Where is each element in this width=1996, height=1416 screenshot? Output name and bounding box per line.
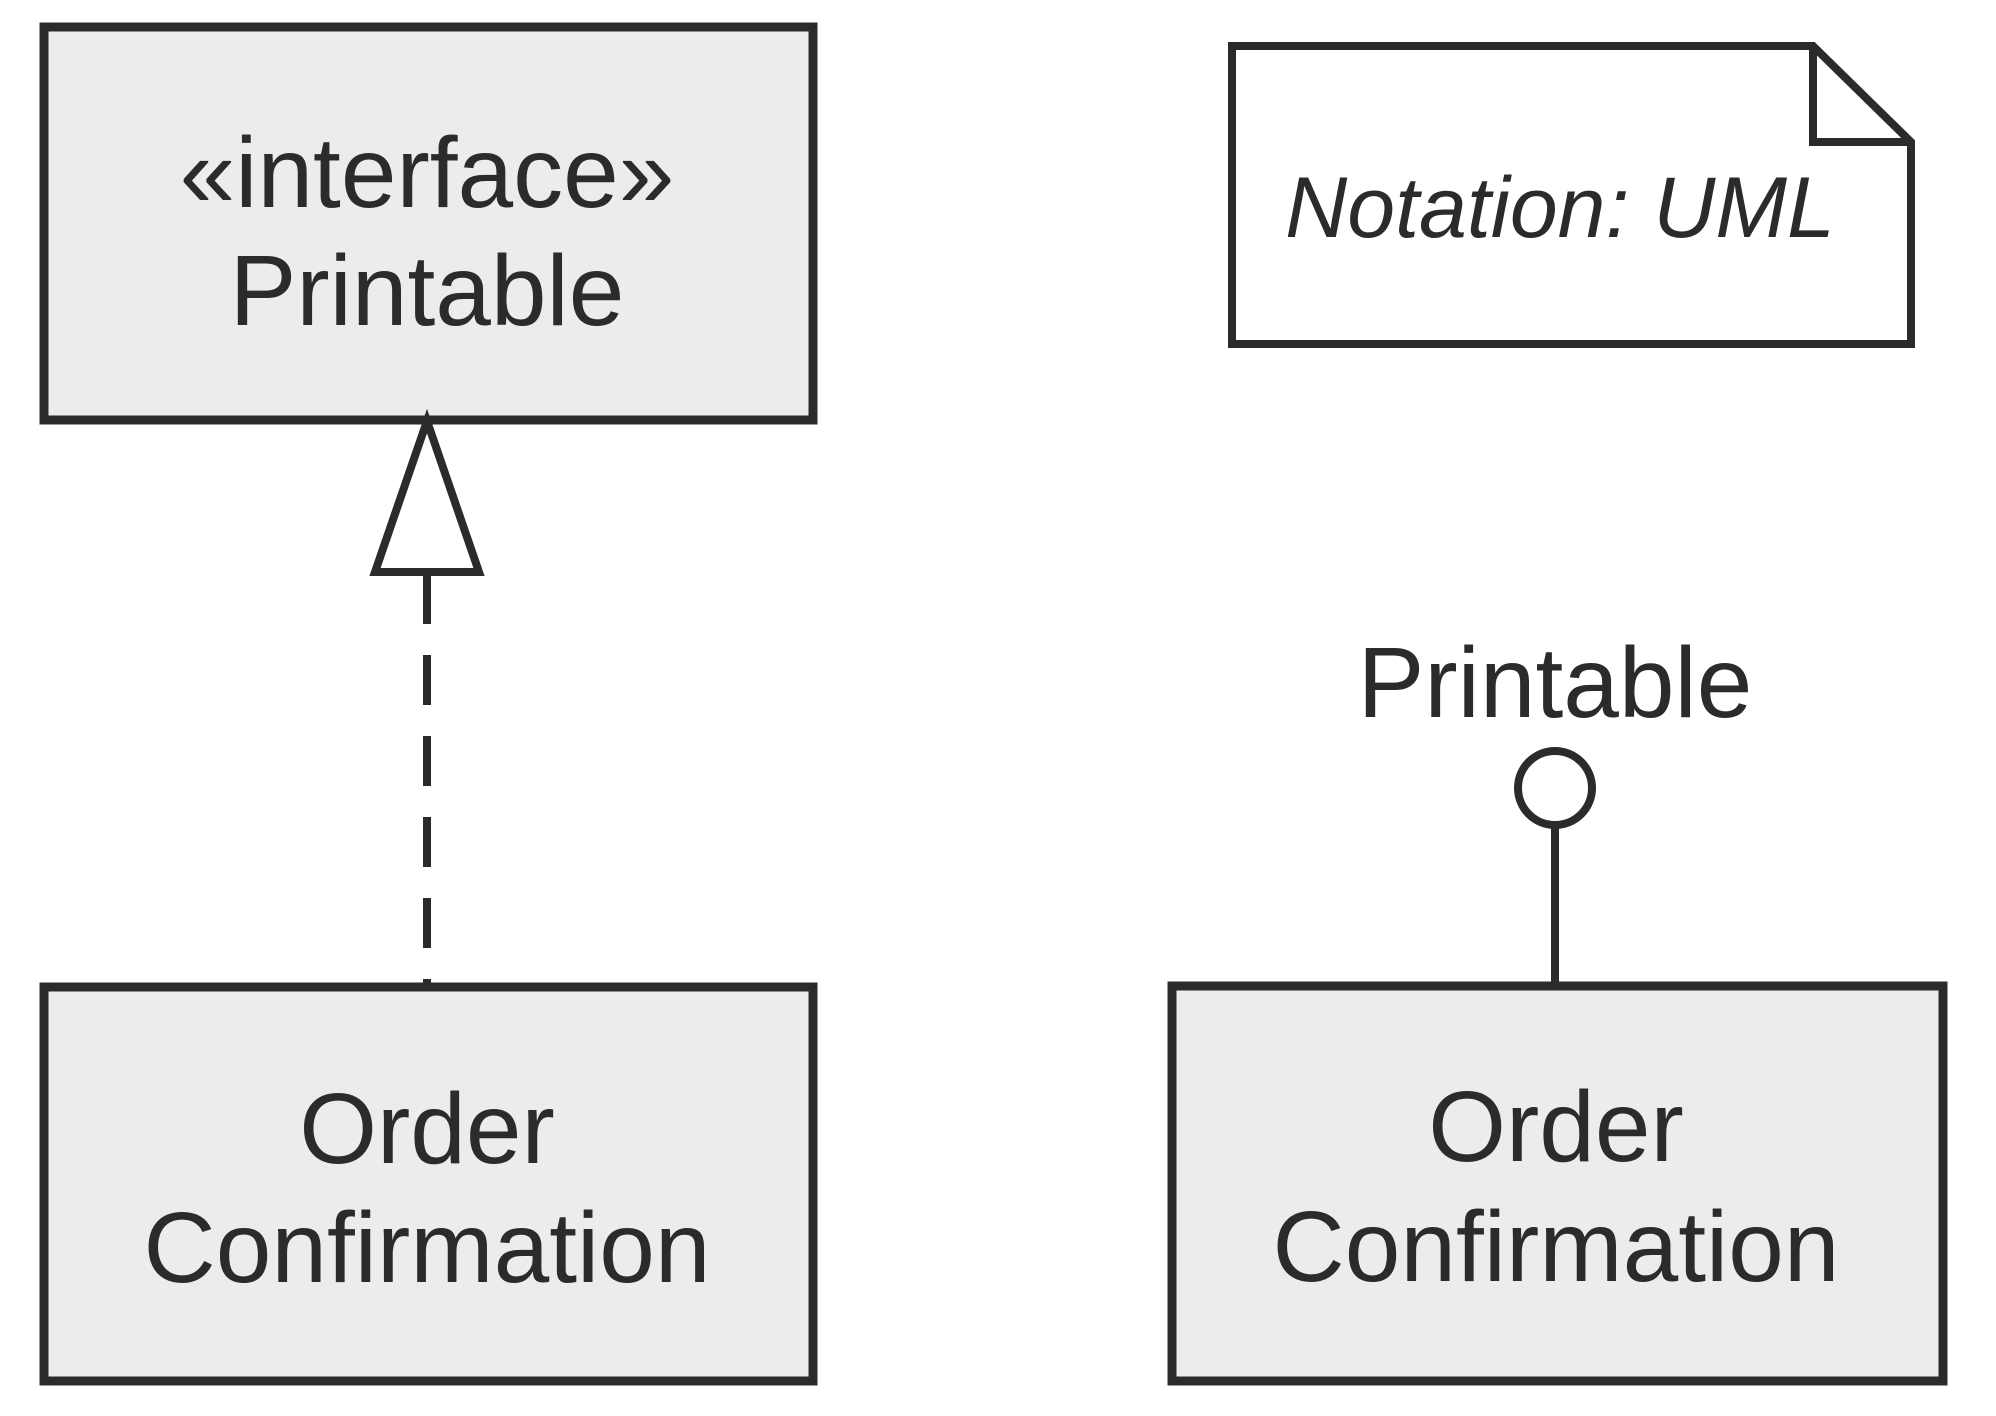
order-confirmation-left-line1: Order xyxy=(299,1073,555,1185)
realization-triangle-arrowhead xyxy=(369,408,485,576)
order-confirmation-box-right xyxy=(1167,981,1948,1386)
note-text: Notation: UML xyxy=(1285,160,1835,256)
lollipop-interface-label: Printable xyxy=(1358,627,1753,739)
uml-note-shape xyxy=(1228,42,1915,348)
order-confirmation-left-line2: Confirmation xyxy=(144,1192,711,1304)
lollipop-interface-icon xyxy=(1514,747,1596,829)
order-confirmation-right-line1: Order xyxy=(1428,1071,1684,1183)
note-fold-corner xyxy=(1809,46,1911,146)
interface-class-box xyxy=(39,22,818,425)
order-confirmation-right-line2: Confirmation xyxy=(1273,1191,1840,1303)
order-confirmation-box-left xyxy=(39,982,818,1386)
interface-stereotype-label: «interface» xyxy=(180,117,675,229)
interface-name-label: Printable xyxy=(230,235,625,347)
